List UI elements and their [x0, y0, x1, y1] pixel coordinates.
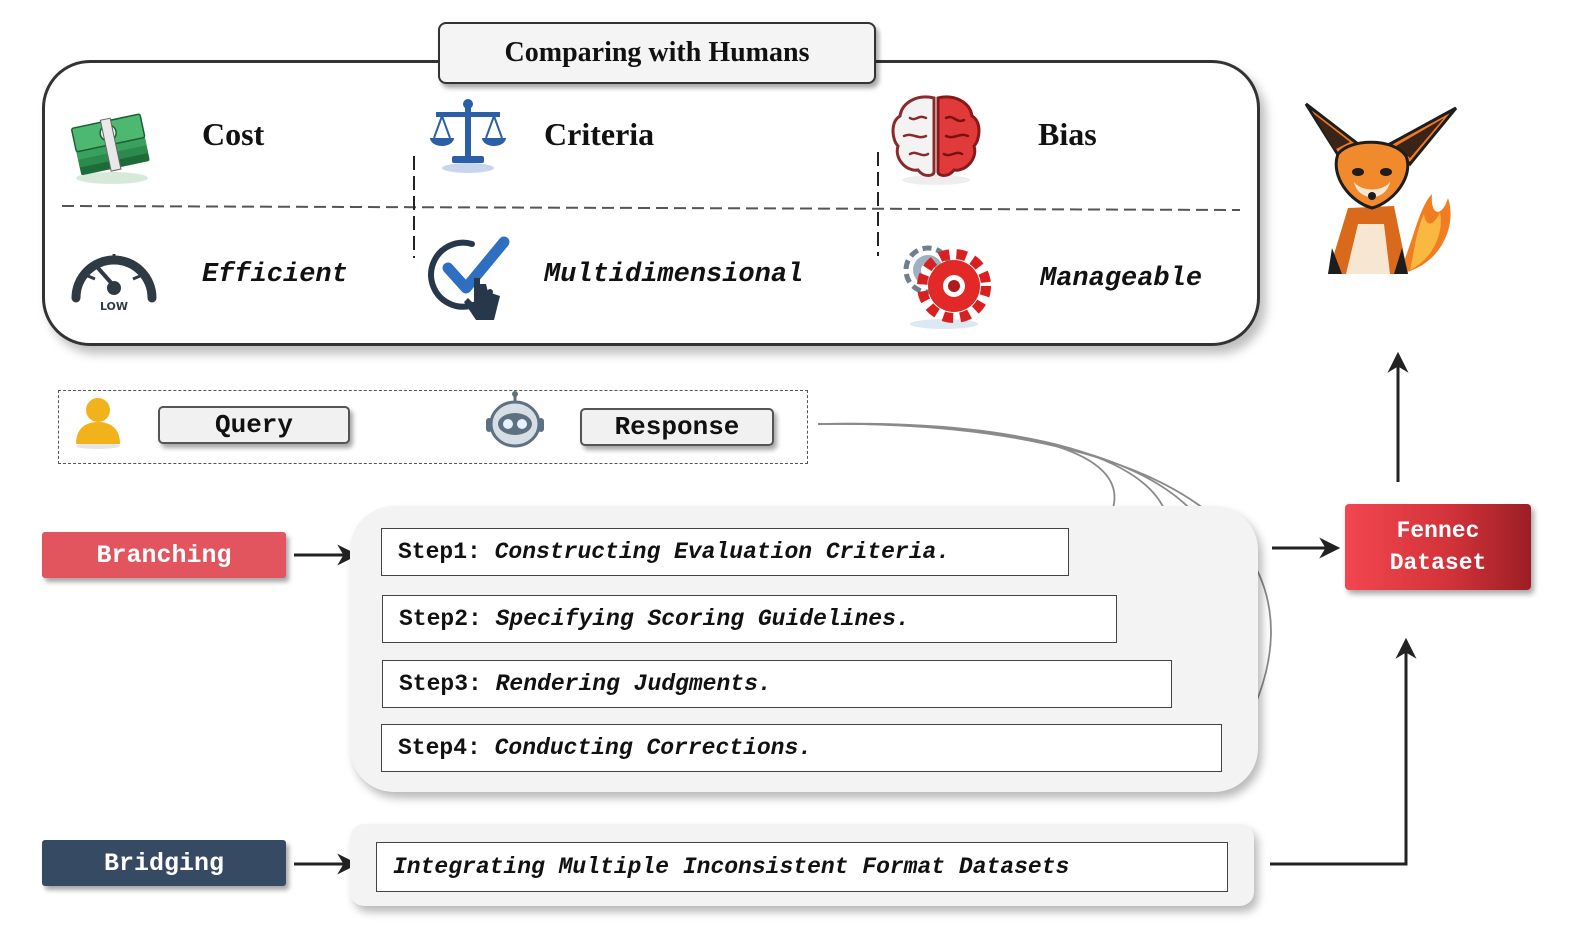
gauge-low-text: LOW [100, 300, 128, 313]
step1-text: Constructing Evaluation Criteria. [494, 539, 951, 565]
manageable-label: Manageable [1040, 264, 1203, 294]
step2-text: Specifying Scoring Guidelines. [495, 606, 910, 632]
comparison-title: Comparing with Humans [438, 22, 876, 84]
comparison-panel [42, 60, 1260, 346]
step3-prefix: Step3: [399, 671, 496, 697]
efficient-label: Efficient [202, 260, 348, 290]
step4-box: Step4: Conducting Corrections. [381, 724, 1222, 772]
brain-icon [888, 92, 984, 188]
fennec-dataset-box: Fennec Dataset [1345, 504, 1531, 590]
gears-icon [894, 234, 994, 334]
bridging-text: Integrating Multiple Inconsistent Format… [393, 854, 1070, 880]
bridging-box: Integrating Multiple Inconsistent Format… [376, 842, 1228, 892]
balance-scale-icon [428, 92, 508, 176]
bridging-label: Bridging [42, 840, 286, 886]
money-stack-icon: $ [66, 96, 162, 192]
user-icon [72, 394, 124, 450]
criteria-label: Criteria [544, 116, 655, 152]
response-pill: Response [580, 408, 774, 446]
step3-box: Step3: Rendering Judgments. [382, 660, 1172, 708]
step3-text: Rendering Judgments. [495, 671, 772, 697]
query-pill: Query [158, 406, 350, 444]
fennec-fox-icon [1298, 98, 1466, 288]
cost-label: Cost [202, 116, 265, 152]
checkmark-touch-icon [428, 234, 514, 324]
step2-prefix: Step2: [399, 606, 496, 632]
fennec-line2: Dataset [1389, 550, 1487, 576]
bias-label: Bias [1038, 116, 1097, 152]
query-response-box [58, 390, 808, 464]
robot-icon [484, 390, 546, 452]
step1-prefix: Step1: [398, 539, 495, 565]
step2-box: Step2: Specifying Scoring Guidelines. [382, 595, 1117, 643]
step4-text: Conducting Corrections. [494, 735, 813, 761]
branching-label: Branching [42, 532, 286, 578]
bridging-to-fennec-arrow [1270, 637, 1417, 866]
fennec-line1: Fennec [1396, 518, 1480, 544]
step4-prefix: Step4: [398, 735, 495, 761]
multidimensional-label: Multidimensional [544, 260, 804, 290]
step1-box: Step1: Constructing Evaluation Criteria. [381, 528, 1069, 576]
low-gauge-icon: LOW [68, 236, 160, 320]
